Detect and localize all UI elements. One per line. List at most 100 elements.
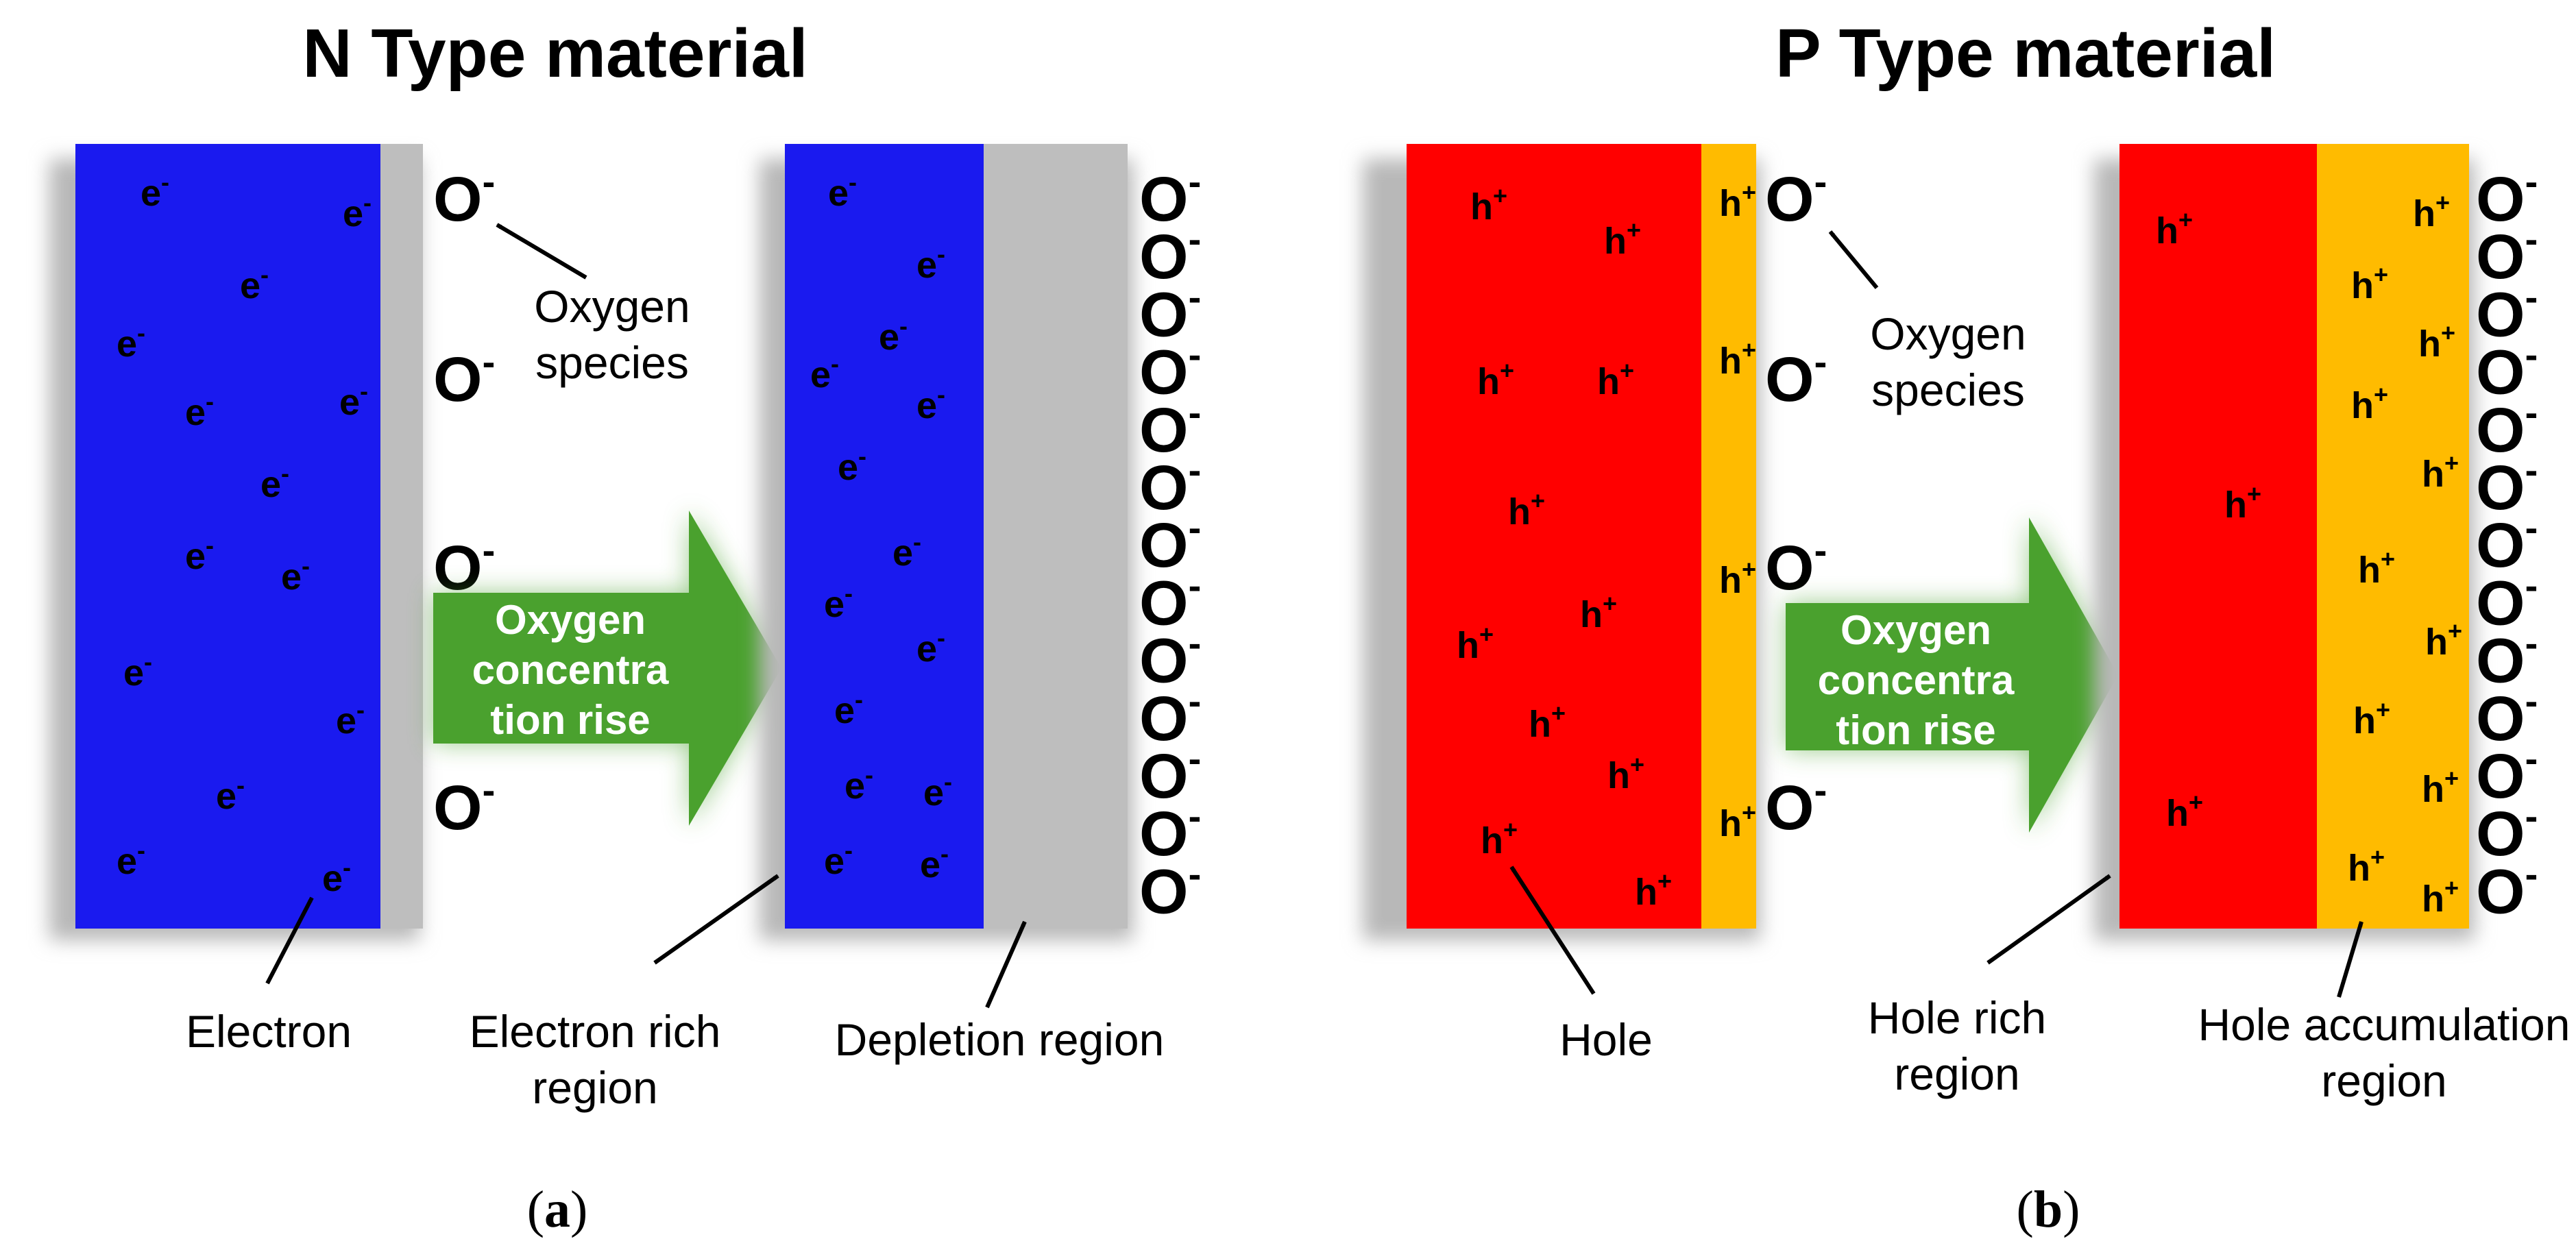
arrow-text-line2: concentra xyxy=(1818,657,2015,703)
hole: h+ xyxy=(2353,696,2390,741)
oxygen-ion: O- xyxy=(2476,852,2538,927)
electron: e- xyxy=(117,836,145,882)
electron-rich-pointer-arrow xyxy=(653,874,779,965)
n-surface-before xyxy=(380,144,423,929)
electron: e- xyxy=(185,387,214,433)
oxygen-ion: O- xyxy=(1765,340,1827,415)
oxygen-ion: O- xyxy=(1765,528,1827,603)
electron: e- xyxy=(879,312,908,358)
p-bulk-before xyxy=(1407,144,1701,929)
oxygen-ion: O- xyxy=(1139,679,1201,754)
hole-label: Hole xyxy=(1559,1014,1653,1065)
hole: h+ xyxy=(1719,336,1756,382)
arrow-text-line3: tion rise xyxy=(490,697,650,743)
electron: e- xyxy=(185,531,214,577)
panel-b-title: P Type material xyxy=(1775,15,2276,92)
electron: e- xyxy=(336,696,365,741)
p-surface-before xyxy=(1701,144,1756,929)
hole: h+ xyxy=(2166,788,2203,834)
depletion-region-label: Depletion region xyxy=(835,1014,1165,1065)
hole-pointer-arrow xyxy=(1509,866,1596,995)
hole: h+ xyxy=(1719,178,1756,224)
oxygen-ion: O- xyxy=(433,528,495,603)
oxygen-ion: O- xyxy=(433,160,495,234)
oxygen-dense-column-b: O-O-O-O-O-O-O-O-O-O-O-O-O- xyxy=(2476,160,2538,927)
oxygen-ion: O- xyxy=(1139,391,1201,465)
hole: h+ xyxy=(1580,589,1617,635)
electron: e- xyxy=(117,319,145,365)
electron: e- xyxy=(916,240,945,286)
hole: h+ xyxy=(2224,480,2261,526)
panel-a: N Type material e- e- e- e- e- e- e- e- … xyxy=(49,15,1201,1238)
electron: e- xyxy=(923,768,952,813)
oxygen-ion: O- xyxy=(2476,794,2538,869)
caption-b: (b) xyxy=(2017,1181,2080,1238)
arrow-text-line1: Oxygen xyxy=(1840,607,1991,653)
oxygen-ion: O- xyxy=(1139,275,1201,349)
oxygen-ion: O- xyxy=(1139,563,1201,638)
oxygen-ion: O- xyxy=(1139,160,1201,234)
oxygen-ion: O- xyxy=(1765,160,1827,234)
hole-group-after: h+ h+ h+ h+ h+ h+ h+ h+ h+ h+ h+ h+ h+ h… xyxy=(2156,188,2462,920)
oxygen-ion: O- xyxy=(2476,563,2538,638)
electron: e- xyxy=(322,853,351,899)
electron: e- xyxy=(240,260,269,306)
hole: h+ xyxy=(2425,617,2462,663)
oxygen-pointer-arrow xyxy=(496,223,587,280)
hole: h+ xyxy=(1508,487,1545,532)
electron: e- xyxy=(123,648,152,694)
hole: h+ xyxy=(1529,699,1566,745)
hole: h+ xyxy=(1607,750,1644,796)
panel-b: P Type material h+ h+ h+ h+ h+ h+ h+ h+ … xyxy=(1363,15,2570,1238)
electron-group-before: e- e- e- e- e- e- e- e- e- e- e- e- e- e… xyxy=(117,168,372,899)
oxygen-ion: O- xyxy=(2476,737,2538,811)
oxygen-pointer-arrow xyxy=(1828,230,1879,289)
hole: h+ xyxy=(2422,874,2459,920)
electron: e- xyxy=(281,552,310,598)
hole: h+ xyxy=(2422,764,2459,810)
oxygen-ion: O- xyxy=(2476,275,2538,349)
oxygen-ion: O- xyxy=(1139,506,1201,580)
electron: e- xyxy=(339,377,368,423)
oxygen-ion: O- xyxy=(433,768,495,843)
oxygen-ion: O- xyxy=(1139,852,1201,927)
electron: e- xyxy=(845,761,873,807)
oxygen-ion: O- xyxy=(2476,622,2538,696)
hole-rich-label-line1: Hole rich xyxy=(1868,992,2046,1043)
hole: h+ xyxy=(1597,356,1634,402)
electron: e- xyxy=(343,188,372,234)
oxygen-dense-column-a: O-O-O-O-O-O-O-O-O-O-O-O-O- xyxy=(1139,160,1201,927)
oxygen-ion: O- xyxy=(2476,160,2538,234)
oxygen-species-label-line2: species xyxy=(535,337,689,388)
oxygen-ion: O- xyxy=(1139,333,1201,408)
caption-a: (a) xyxy=(527,1181,588,1238)
hole-accumulation-pointer-arrow xyxy=(2337,921,2364,998)
electron-pointer-arrow xyxy=(265,896,314,985)
oxygen-ion: O- xyxy=(2476,391,2538,465)
electron: e- xyxy=(141,168,169,214)
oxygen-ion: O- xyxy=(1139,448,1201,523)
hole-accumulation-layer xyxy=(2317,144,2469,929)
oxygen-ion: O- xyxy=(1139,794,1201,869)
hole: h+ xyxy=(2413,188,2450,234)
electron: e- xyxy=(828,168,857,214)
hole: h+ xyxy=(1470,182,1507,228)
electron: e- xyxy=(916,624,945,670)
hole-rich-label-line2: region xyxy=(1894,1048,2019,1099)
electron-label: Electron xyxy=(186,1006,352,1057)
hole: h+ xyxy=(1481,815,1518,861)
hole: h+ xyxy=(2351,260,2388,306)
hole: h+ xyxy=(2422,449,2459,495)
electron: e- xyxy=(838,442,866,488)
hole: h+ xyxy=(2348,843,2385,889)
hole: h+ xyxy=(2358,545,2395,591)
electron: e- xyxy=(916,380,945,426)
oxygen-ion: O- xyxy=(2476,679,2538,754)
oxygen-ion: O- xyxy=(2476,217,2538,292)
panel-a-title: N Type material xyxy=(302,15,807,92)
oxygen-sparse-a: O- O- O- O- xyxy=(433,160,495,843)
hole: h+ xyxy=(2418,319,2455,365)
hole-group-before: h+ h+ h+ h+ h+ h+ h+ h+ h+ h+ h+ h+ h+ h… xyxy=(1457,178,1756,913)
concentration-rise-arrow xyxy=(433,511,781,826)
